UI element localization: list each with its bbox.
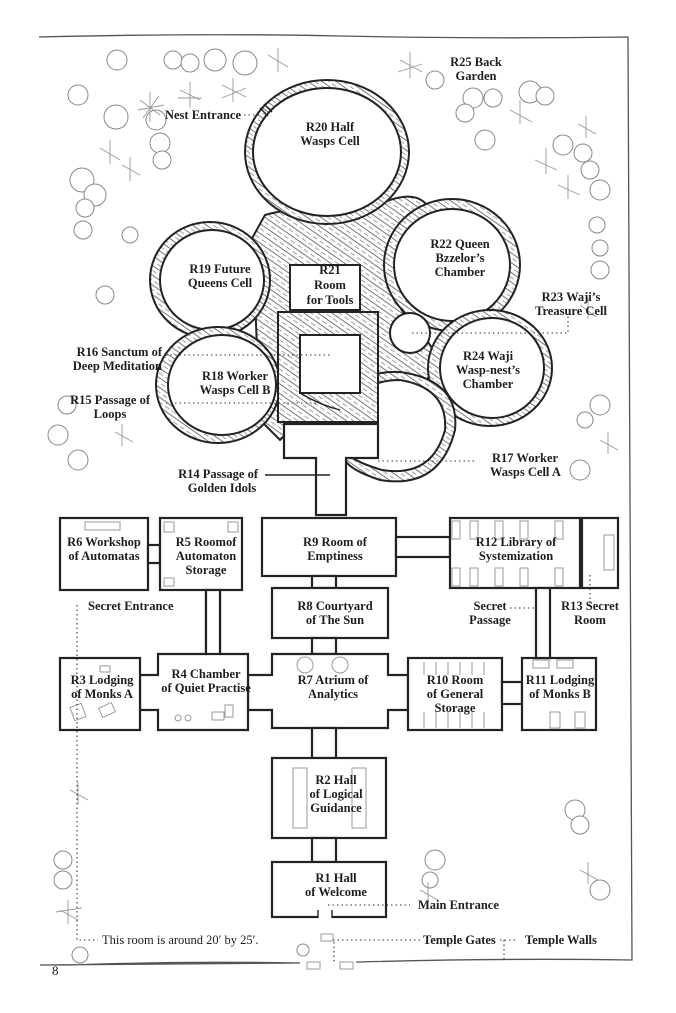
label-r2-line3: Guidance xyxy=(310,801,362,815)
label-r17-line2: Wasps Cell A xyxy=(490,465,561,479)
room-r13[interactable] xyxy=(580,516,620,590)
room-r6[interactable] xyxy=(58,516,150,592)
label-r19-line1: R19 Future xyxy=(189,262,251,276)
label-nest-entrance: Nest Entrance xyxy=(165,108,241,122)
label-r22-line3: Chamber xyxy=(435,265,486,279)
label-r6-line1: R6 Workshop xyxy=(67,535,141,549)
label-r21-line3: for Tools xyxy=(307,293,354,307)
label-r24-line3: Chamber xyxy=(463,377,514,391)
label-r1-line1: R1 Hall xyxy=(315,871,357,885)
garden-trees xyxy=(47,48,611,964)
room-r12[interactable] xyxy=(448,516,582,590)
wasp-nest xyxy=(149,79,553,517)
label-r9-line1: R9 Room of xyxy=(303,535,368,549)
room-r23[interactable] xyxy=(389,312,431,354)
temple-walls-border xyxy=(38,34,633,966)
label-r1-line2: of Welcome xyxy=(305,885,367,899)
label-r19-line2: Queens Cell xyxy=(188,276,253,290)
label-r13-line1: R13 Secret xyxy=(561,599,620,613)
label-r7-line1: R7 Atrium of xyxy=(298,673,370,687)
label-r17-line1: R17 Worker xyxy=(492,451,559,465)
label-r3-line2: of Monks A xyxy=(71,687,133,701)
label-r18-line1: R18 Worker xyxy=(202,369,269,383)
label-r12-line2: Systemization xyxy=(479,549,553,563)
label-r14-line2: Golden Idols xyxy=(188,481,257,495)
label-r4-line2: of Quiet Practise xyxy=(161,681,251,695)
label-r12-line1: R12 Library of xyxy=(476,535,557,549)
room-r8[interactable] xyxy=(270,586,390,640)
room-r9[interactable] xyxy=(260,516,398,578)
label-r8-line1: R8 Courtyard xyxy=(297,599,372,613)
label-secret-entrance: Secret Entrance xyxy=(88,599,174,613)
label-r21-line2: Room xyxy=(314,278,347,292)
label-r10-line2: of General xyxy=(427,687,484,701)
room-r1[interactable] xyxy=(270,860,388,919)
label-r14-line1: R14 Passage of xyxy=(178,467,259,481)
label-r23-line1: R23 Waji’s xyxy=(542,290,601,304)
label-r2-line2: of Logical xyxy=(309,787,363,801)
room-r16[interactable] xyxy=(299,334,361,394)
room-r24[interactable] xyxy=(439,317,545,419)
label-r11-line2: of Monks B xyxy=(529,687,591,701)
label-secret-passage-line1: Secret xyxy=(473,599,507,613)
garden-shrubs xyxy=(55,48,619,924)
label-r10-line3: Storage xyxy=(435,701,476,715)
label-r20-line1: R20 Half xyxy=(306,120,355,134)
label-r24-line2: Wasp-nest’s xyxy=(456,363,520,377)
label-r25-line1: R25 Back xyxy=(450,55,502,69)
label-r9-line2: Emptiness xyxy=(307,549,363,563)
room-r11[interactable] xyxy=(520,656,598,732)
label-temple-gates: Temple Gates xyxy=(423,933,496,947)
label-r15-line1: R15 Passage of xyxy=(70,393,151,407)
label-r4-line1: R4 Chamber xyxy=(171,667,241,681)
label-r3-line1: R3 Lodging xyxy=(71,673,135,687)
room-r21[interactable] xyxy=(289,264,361,311)
label-r15-line2: Loops xyxy=(94,407,127,421)
label-r25-line2: Garden xyxy=(456,69,497,83)
label-r5-line2: Automaton xyxy=(176,549,236,563)
label-r8-line2: of The Sun xyxy=(306,613,364,627)
label-r22-line1: R22 Queen xyxy=(430,237,489,251)
room-r18[interactable] xyxy=(167,334,277,436)
label-main-entrance: Main Entrance xyxy=(418,898,499,912)
scale-note: This room is around 20′ by 25′. xyxy=(102,933,259,947)
page-number: 8 xyxy=(52,963,59,978)
room-r20[interactable] xyxy=(252,87,402,217)
room-labels: R25 Back Garden Nest Entrance R20 Half W… xyxy=(52,55,620,978)
label-r5-line1: R5 Roomof xyxy=(176,535,238,549)
temple-gates xyxy=(306,933,354,970)
label-r18-line2: Wasps Cell B xyxy=(200,383,271,397)
leader-lines xyxy=(76,114,591,962)
label-r24-line1: R24 Waji xyxy=(463,349,514,363)
label-r21-line1: R21 xyxy=(319,263,341,277)
label-r13-line2: Room xyxy=(574,613,607,627)
label-temple-walls: Temple Walls xyxy=(525,933,597,947)
label-secret-passage-line2: Passage xyxy=(469,613,511,627)
label-r2-line1: R2 Hall xyxy=(315,773,357,787)
room-r2[interactable] xyxy=(270,756,388,840)
label-r5-line3: Storage xyxy=(186,563,227,577)
label-r16-line1: R16 Sanctum of xyxy=(77,345,163,359)
label-r7-line2: Analytics xyxy=(308,687,358,701)
label-r10-line1: R10 Room xyxy=(427,673,484,687)
label-r11-line1: R11 Lodging xyxy=(526,673,595,687)
label-r23-line2: Treasure Cell xyxy=(535,304,607,318)
label-r16-line2: Deep Meditation xyxy=(73,359,162,373)
temple-rooms xyxy=(58,516,620,970)
label-r22-line2: Bzzelor’s xyxy=(435,251,484,265)
label-r6-line2: of Automatas xyxy=(68,549,139,563)
room-r14[interactable] xyxy=(282,422,380,517)
label-r20-line2: Wasps Cell xyxy=(300,134,360,148)
